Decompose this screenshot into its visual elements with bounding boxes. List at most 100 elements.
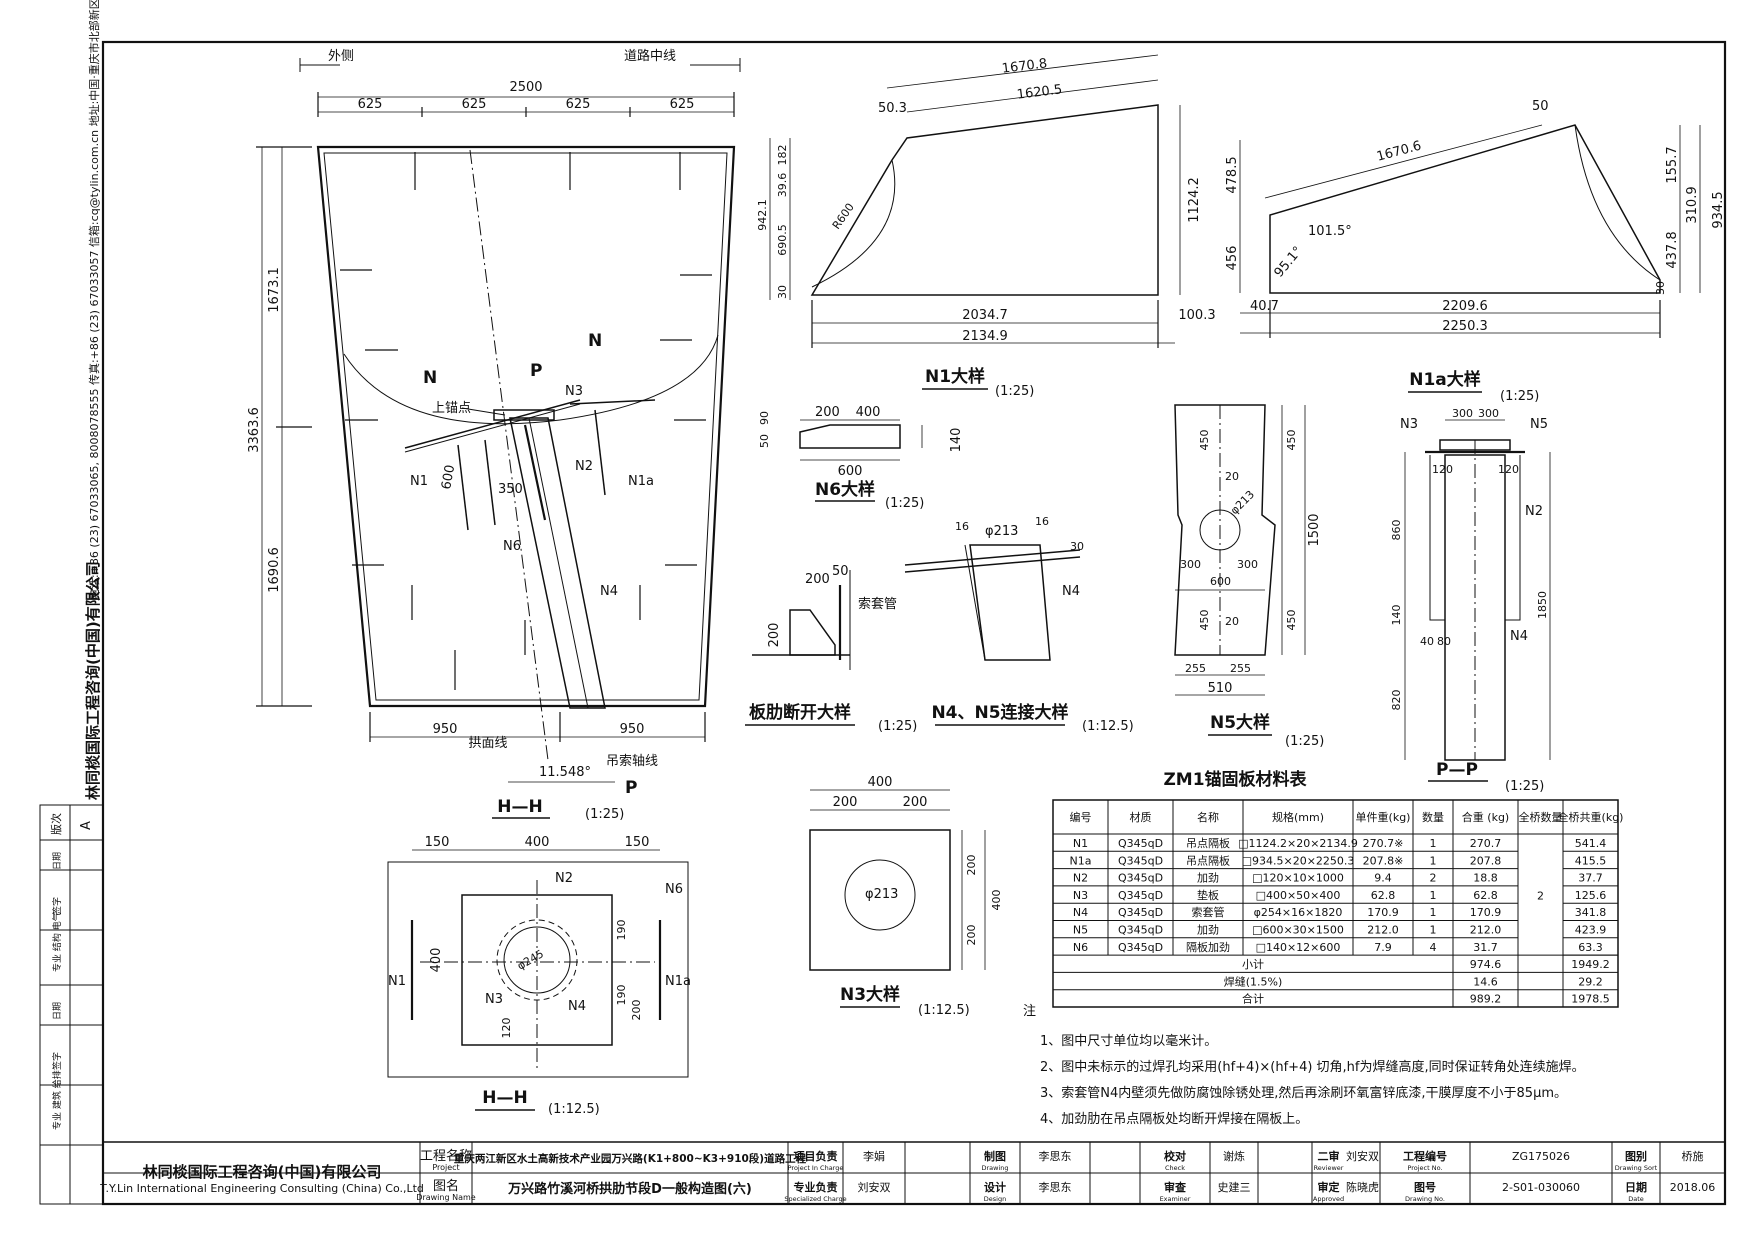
side-contact: 电话:+86 (23) 67033065, 8008078555 传真:+86 …: [87, 0, 101, 600]
title-block-cell: 设计: [984, 1180, 1006, 1194]
svg-text:2250.3: 2250.3: [1442, 319, 1488, 334]
svg-text:N4: N4: [600, 584, 618, 599]
title-block-cell: 2-S01-030060: [1502, 1181, 1580, 1194]
svg-text:N6: N6: [503, 539, 521, 554]
svg-text:50: 50: [832, 564, 849, 579]
svg-text:4、加劲肋在吊点隔板处均断开焊接在隔板上。: 4、加劲肋在吊点隔板处均断开焊接在隔板上。: [1040, 1111, 1308, 1127]
svg-text:101.5°: 101.5°: [1308, 224, 1352, 239]
svg-text:200: 200: [833, 795, 858, 810]
svg-text:450: 450: [1285, 610, 1298, 631]
svg-text:200: 200: [815, 405, 840, 420]
material-table: 编号材质名称规格(mm)单件重(kg)数量合重 (kg)全桥数量全桥共重(kg)…: [1052, 799, 1623, 1008]
svg-text:400: 400: [868, 775, 893, 790]
svg-text:255: 255: [1230, 662, 1251, 675]
n1-detail: 1670.8 1620.5 50.3 182 39.6 690.5 942.1 …: [756, 54, 1216, 399]
svg-text:工程名称: 工程名称: [420, 1148, 472, 1164]
bearing-plate-n3: [493, 409, 555, 421]
table-cell: □1124.2×20×2134.9: [1238, 837, 1358, 850]
left-cell-label: 专业 建筑 给排: [51, 1070, 63, 1130]
svg-text:(1:25): (1:25): [878, 719, 917, 734]
svg-text:(1:12.5): (1:12.5): [1082, 719, 1134, 734]
svg-text:50.3: 50.3: [878, 101, 907, 116]
table-cell: 541.4: [1575, 837, 1607, 850]
title-block-cell: 李娟: [863, 1149, 885, 1163]
notes: 注 1、图中尺寸单位均以毫米计。 2、图中未标示的过焊孔均采用(hf+4)×(h…: [1023, 1004, 1585, 1127]
svg-text:150: 150: [625, 835, 650, 850]
table-cell: Q345qD: [1118, 837, 1163, 850]
svg-text:N4: N4: [1510, 629, 1528, 644]
table-cell: 1: [1430, 889, 1437, 902]
svg-text:510: 510: [1208, 681, 1233, 696]
table-header-cell: 名称: [1197, 810, 1219, 824]
table-cell: 207.8※: [1363, 854, 1404, 867]
table-cell: 415.5: [1575, 854, 1607, 867]
table-cell: N4: [1073, 906, 1088, 919]
svg-text:90: 90: [758, 411, 771, 425]
svg-text:300: 300: [1180, 558, 1201, 571]
svg-text:(1:25): (1:25): [1285, 734, 1324, 749]
table-cell: N6: [1073, 941, 1088, 954]
table-summary-label: 合计: [1242, 992, 1264, 1006]
svg-text:40: 40: [1420, 635, 1434, 648]
svg-text:图名: 图名: [433, 1178, 459, 1194]
table-cell: 31.7: [1473, 941, 1498, 954]
title-block-cell-en: Check: [1165, 1164, 1185, 1172]
title-n1a-detail: N1a大样: [1409, 369, 1481, 390]
svg-text:950: 950: [433, 722, 458, 737]
svg-text:2134.9: 2134.9: [962, 329, 1008, 344]
svg-text:150: 150: [425, 835, 450, 850]
svg-text:200: 200: [767, 623, 782, 648]
hh-main-view: 2500 625 625 625 625 外侧 道路中线 3363.6 1673…: [247, 48, 741, 822]
left-cell-label: 日期: [52, 852, 63, 870]
svg-text:1850: 1850: [1536, 591, 1549, 619]
svg-text:950: 950: [620, 722, 645, 737]
table-cell: 2: [1430, 872, 1437, 885]
svg-text:400: 400: [856, 405, 881, 420]
cable-tube-n4: [509, 417, 606, 709]
table-cell: 吊点隔板: [1186, 853, 1230, 867]
table-cell: 170.9: [1367, 906, 1399, 919]
svg-text:600: 600: [1210, 575, 1231, 588]
title-block-cell-en: Approved: [1313, 1195, 1344, 1203]
n1a-plate: [1269, 124, 1661, 294]
table-summary-label: 小计: [1242, 958, 1264, 971]
table-cell: 1: [1430, 906, 1437, 919]
title-block: 林同棪国际工程咨询(中国)有限公司 T.Y.Lin International …: [99, 1141, 1726, 1205]
table-cell: 垫板: [1197, 888, 1219, 902]
version-label: 版次: [49, 813, 63, 835]
svg-text:1690.6: 1690.6: [267, 547, 282, 593]
svg-text:N1a: N1a: [628, 474, 654, 489]
svg-text:(1:25): (1:25): [1500, 389, 1539, 404]
svg-text:456: 456: [1225, 246, 1240, 271]
company-name-en: T.Y.Lin International Engineering Consul…: [99, 1182, 424, 1195]
title-block-cell: 项目负责: [794, 1149, 838, 1163]
svg-text:30: 30: [1070, 540, 1084, 553]
svg-text:N3: N3: [485, 992, 503, 1007]
title-block-cell-en: Date: [1628, 1195, 1644, 1203]
table-cell: Q345qD: [1118, 872, 1163, 885]
table-summary-weight: 974.6: [1470, 958, 1502, 971]
svg-text:120: 120: [1498, 463, 1519, 476]
svg-text:N2: N2: [575, 459, 593, 474]
svg-text:625: 625: [670, 97, 695, 112]
table-title: ZM1锚固板材料表: [1163, 769, 1307, 790]
svg-text:N6: N6: [665, 882, 683, 897]
title-block-cell-en: Examiner: [1160, 1195, 1191, 1203]
n1a-shape: 1670.6 50 478.5 456 101.5° 95.1° 155.7 3…: [1225, 99, 1726, 338]
svg-text:φ213: φ213: [1228, 488, 1257, 517]
svg-text:478.5: 478.5: [1225, 156, 1240, 193]
table-summary-total: 29.2: [1578, 975, 1603, 988]
svg-text:300: 300: [1452, 407, 1473, 420]
svg-text:200: 200: [965, 855, 978, 876]
svg-text:φ213: φ213: [985, 524, 1018, 539]
title-block-cell: ZG175026: [1512, 1150, 1570, 1163]
table-header-cell: 数量: [1422, 811, 1444, 824]
table-header-cell: 合重 (kg): [1462, 810, 1509, 824]
svg-text:20: 20: [1225, 615, 1239, 628]
title-block-cell: 工程编号: [1403, 1149, 1447, 1163]
svg-text:N4: N4: [1062, 584, 1080, 599]
svg-text:(1:12.5): (1:12.5): [548, 1102, 600, 1117]
table-cell: 隔板加劲: [1186, 940, 1230, 954]
svg-text:50: 50: [1532, 99, 1549, 114]
